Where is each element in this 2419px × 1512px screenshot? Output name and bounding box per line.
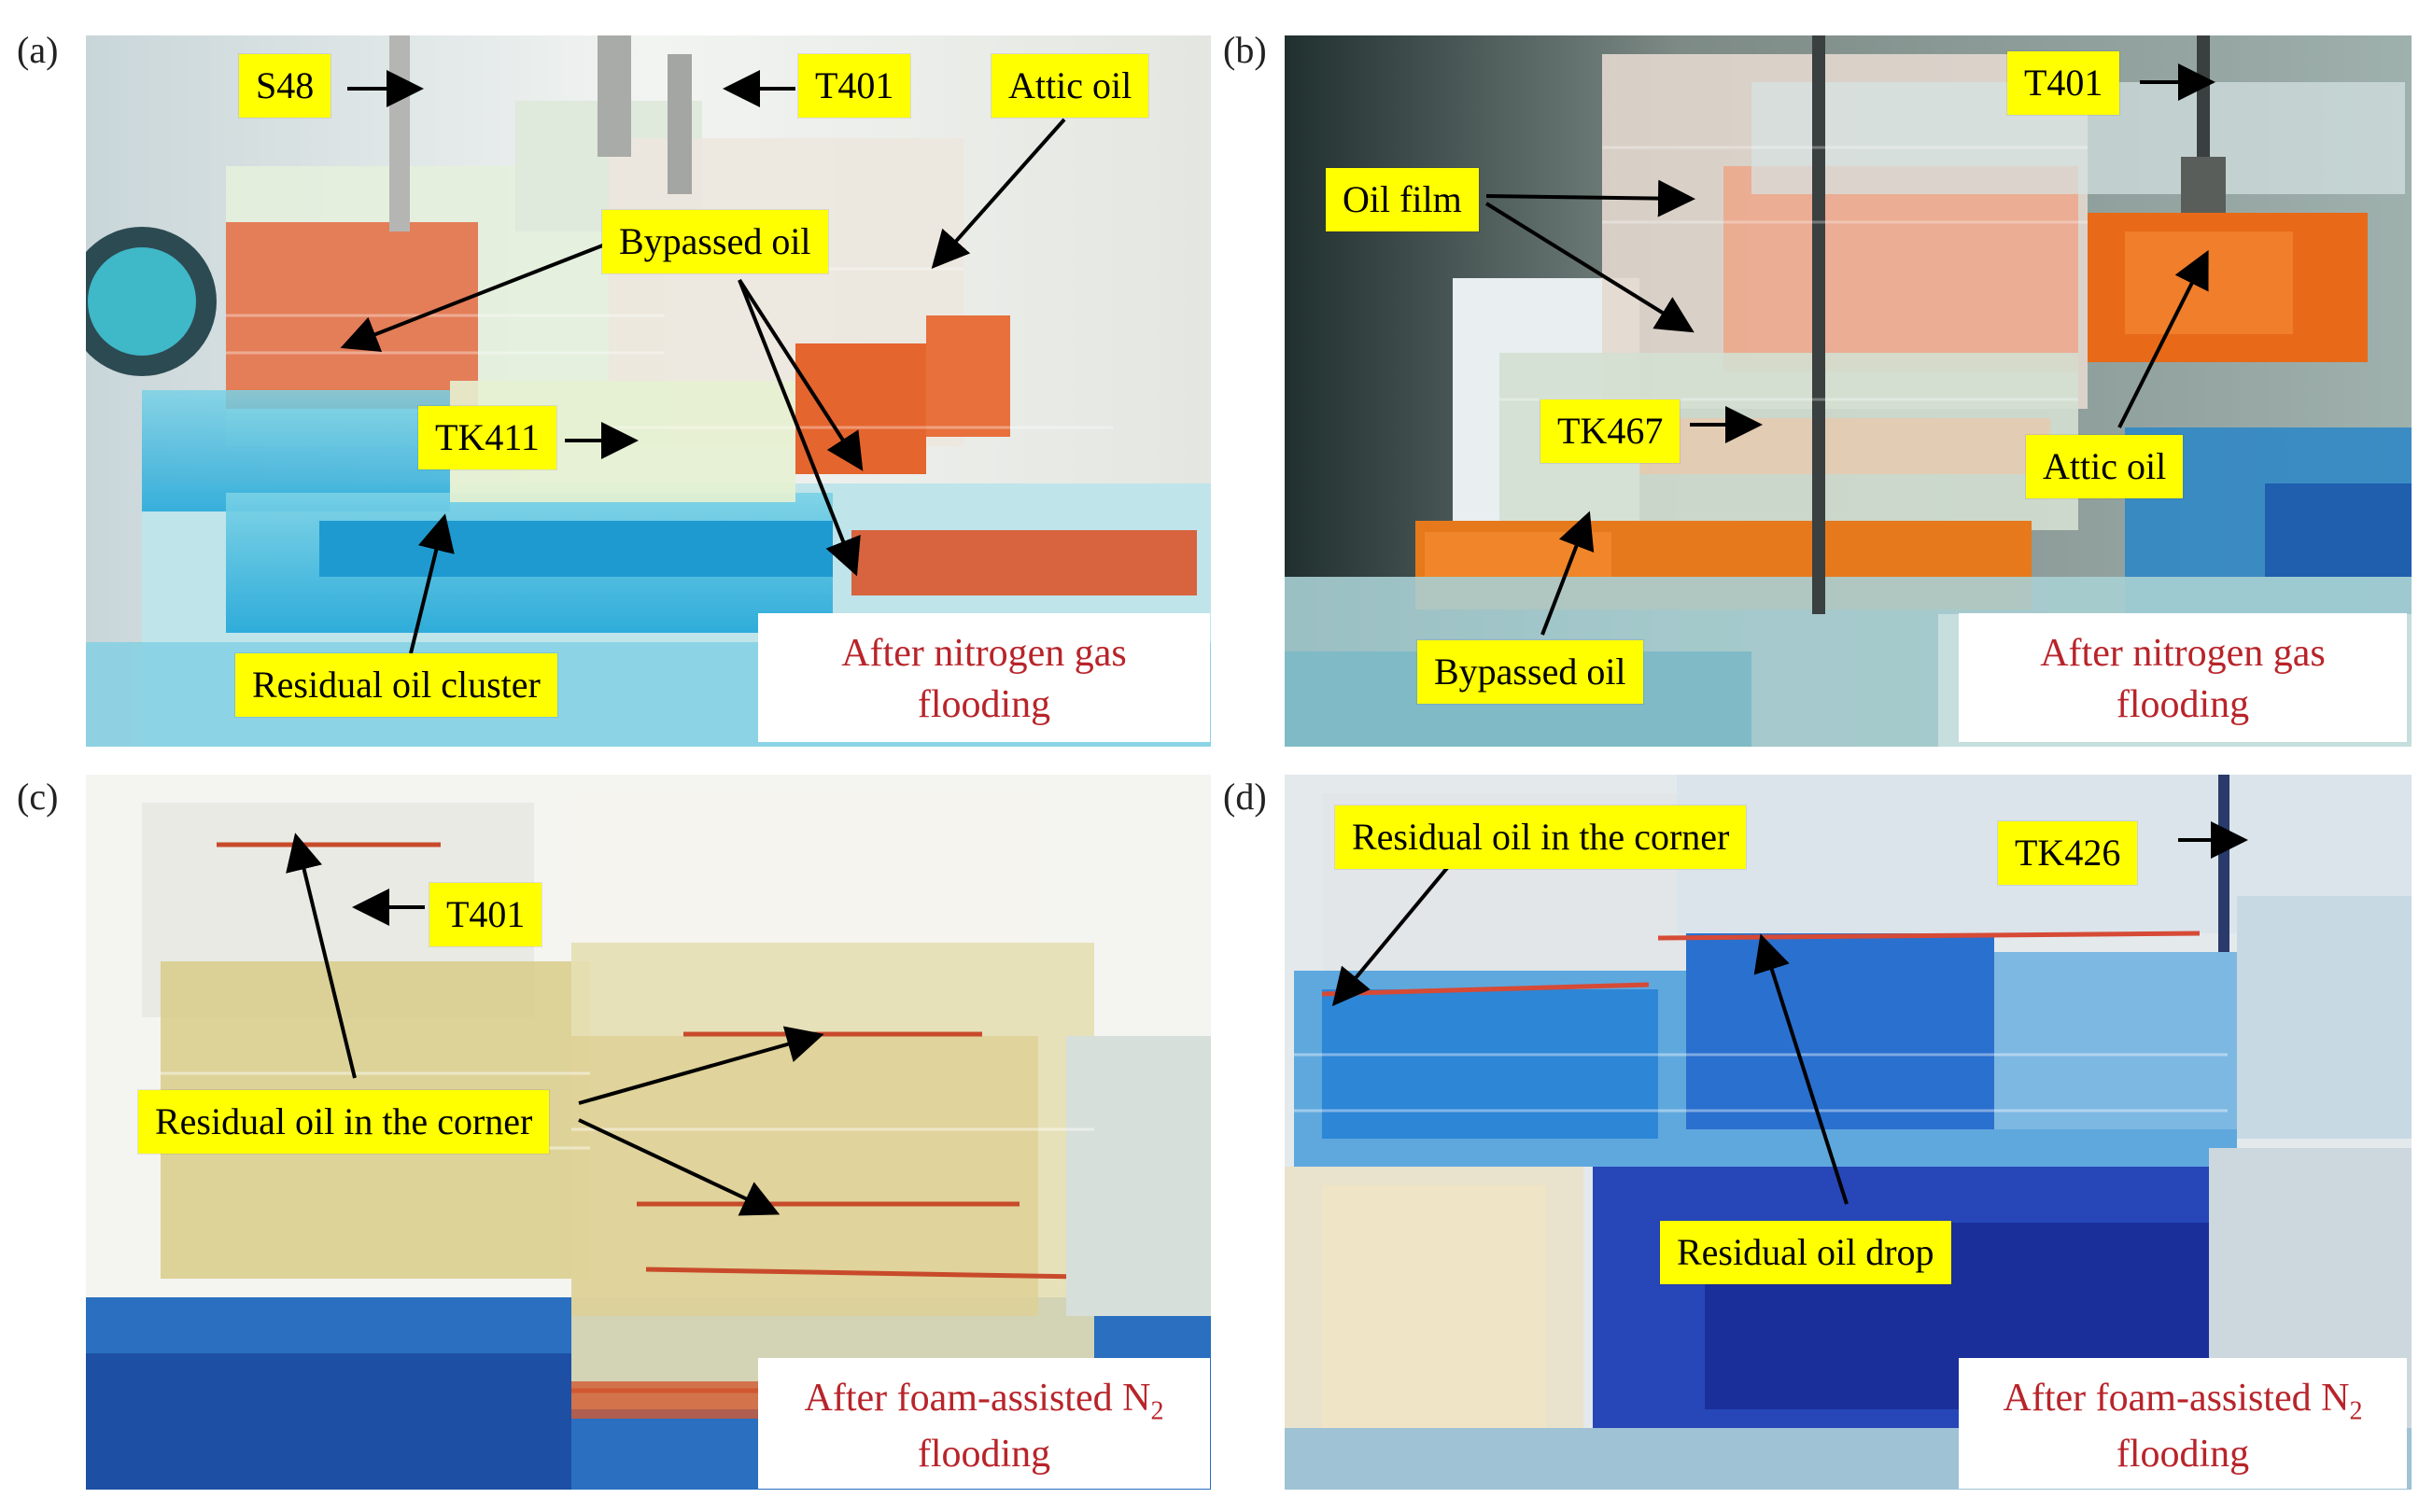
caption-d-line1: After foam-assisted N2 — [2003, 1377, 2363, 1426]
panel-d-photo — [1285, 775, 2412, 1490]
panel-a-letter: (a) — [17, 29, 59, 71]
arrow-bypassed-a1 — [340, 243, 606, 352]
label-t401-b: T401 — [2007, 51, 2120, 115]
caption-a-line1: After nitrogen gas — [841, 632, 1127, 675]
label-residual-corner-d: Residual oil in the corner — [1335, 805, 1747, 869]
caption-d: After foam-assisted N2 flooding — [1959, 1358, 2407, 1489]
arrow-bypassed-a2 — [738, 278, 864, 471]
label-residual-cluster: Residual oil cluster — [235, 653, 557, 717]
label-t401-c: T401 — [429, 883, 542, 946]
arrow-attic-b — [2117, 249, 2209, 428]
caption-b-line2: flooding — [2116, 682, 2250, 726]
arrow-corner-c1 — [286, 833, 357, 1079]
caption-c-line2: flooding — [917, 1432, 1051, 1476]
panel-d-scene — [1285, 775, 2412, 1490]
arrow-bypassed-b — [1540, 511, 1595, 636]
label-bypassed-oil-a: Bypassed oil — [602, 210, 828, 273]
label-oil-film: Oil film — [1326, 168, 1479, 231]
label-bypassed-oil-b: Bypassed oil — [1417, 640, 1643, 704]
arrow-corner-c2 — [578, 1026, 824, 1105]
label-tk411: TK411 — [418, 406, 556, 469]
caption-c: After foam-assisted N2 flooding — [758, 1358, 1210, 1489]
label-t401-a: T401 — [798, 54, 911, 118]
label-attic-oil-b: Attic oil — [2026, 435, 2184, 498]
panel-c-letter: (c) — [17, 776, 59, 818]
arrow-corner-c3 — [578, 1118, 781, 1216]
caption-d-subscript: 2 — [2349, 1396, 2363, 1426]
caption-c-subscript: 2 — [1150, 1396, 1164, 1426]
caption-b: After nitrogen gas flooding — [1959, 613, 2407, 742]
caption-d-line2: flooding — [2116, 1432, 2250, 1476]
label-residual-corner-c: Residual oil in the corner — [138, 1090, 550, 1154]
label-s48: S48 — [239, 54, 331, 118]
arrow-oil-film-1 — [1485, 179, 1695, 217]
panel-b-letter: (b) — [1223, 29, 1267, 71]
label-tk426: TK426 — [1998, 821, 2138, 885]
panel-d-letter: (d) — [1223, 776, 1267, 818]
caption-c-line1: After foam-assisted N2 — [804, 1377, 1164, 1426]
label-attic-oil-a: Attic oil — [992, 54, 1149, 118]
arrow-corner-d — [1331, 855, 1458, 1007]
arrow-attic-a — [931, 118, 1066, 269]
arrow-bypassed-a3 — [738, 279, 861, 577]
arrow-oil-film-2 — [1484, 202, 1695, 333]
caption-a: After nitrogen gas flooding — [758, 613, 1210, 742]
label-tk467: TK467 — [1540, 399, 1681, 463]
arrow-residual-cluster — [409, 513, 455, 654]
label-residual-drop: Residual oil drop — [1660, 1221, 1951, 1284]
caption-b-line1: After nitrogen gas — [2040, 632, 2326, 675]
caption-a-line2: flooding — [917, 682, 1051, 726]
arrow-residual-drop — [1753, 933, 1849, 1205]
